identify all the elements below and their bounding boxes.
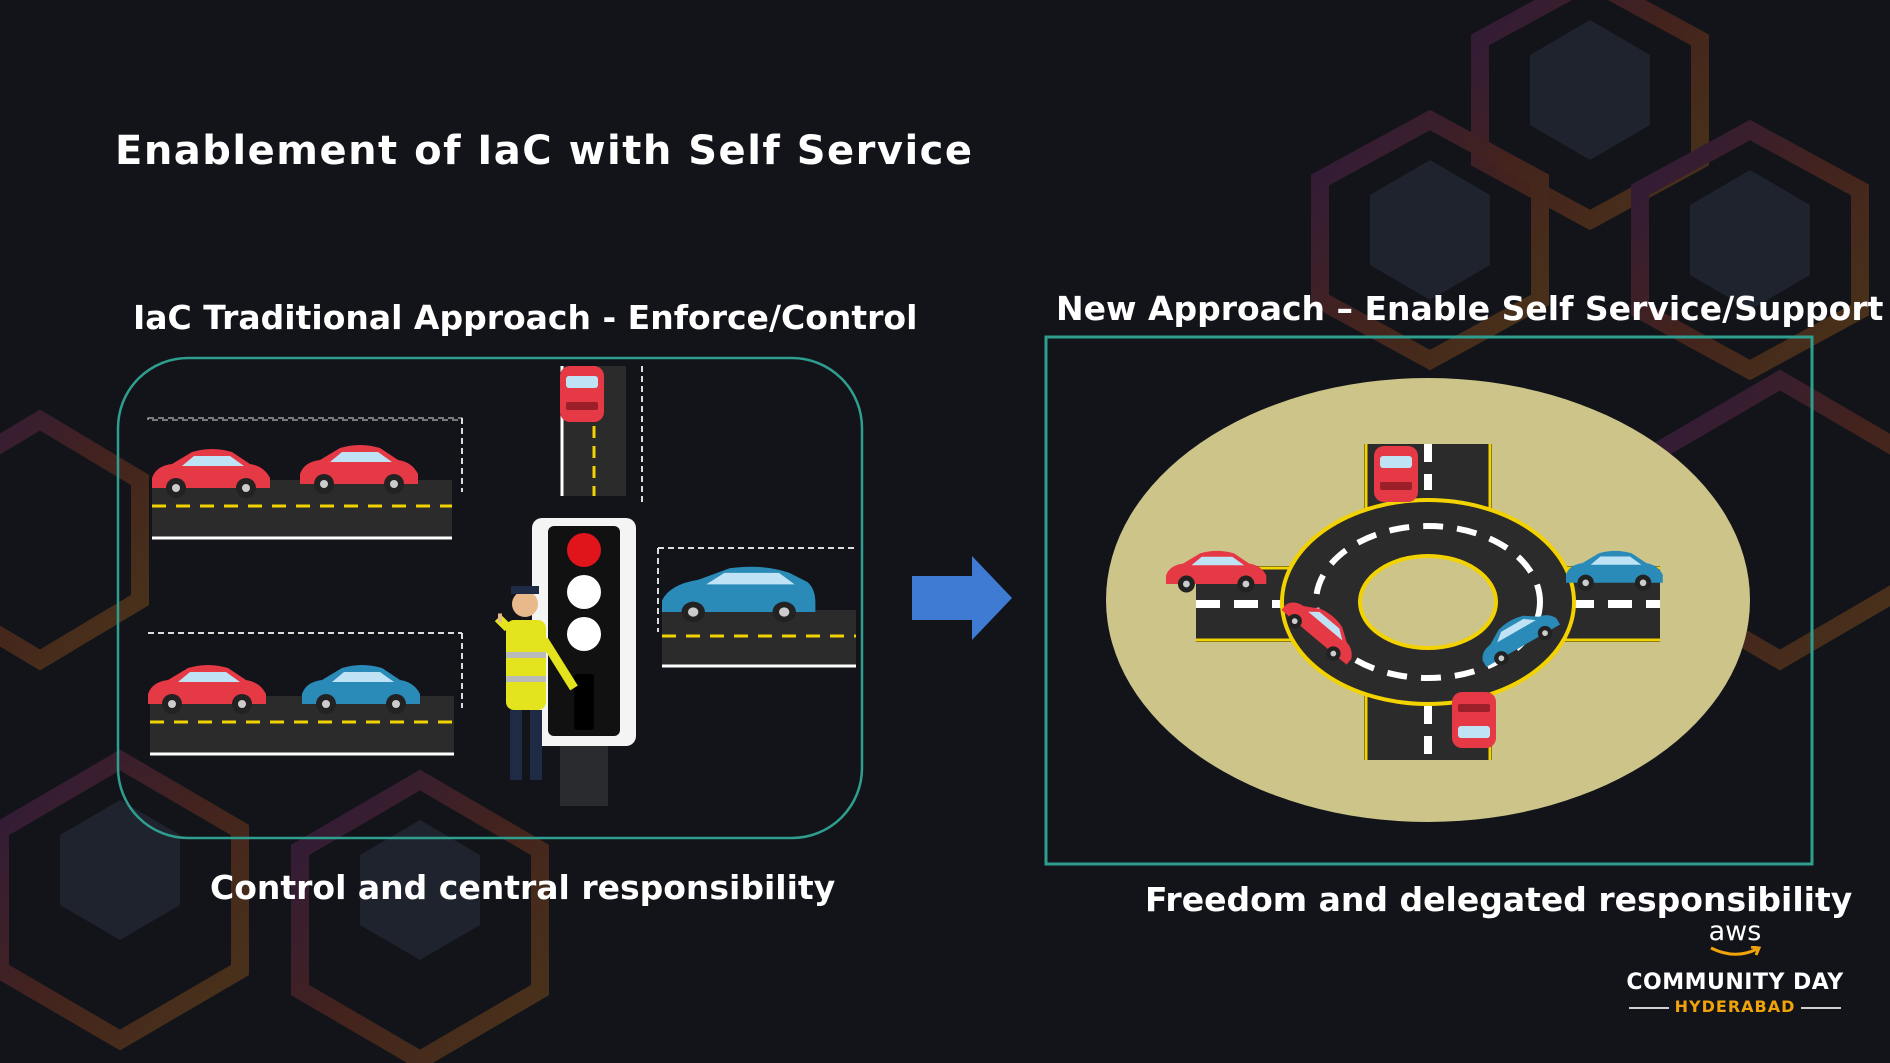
city-row: HYDERABAD	[1620, 997, 1850, 1016]
aws-wordmark: aws	[1708, 916, 1762, 947]
lane-vertical	[560, 366, 643, 505]
lane-bottom	[148, 632, 463, 756]
divider	[1628, 1006, 1669, 1009]
divider	[1801, 1006, 1842, 1009]
right-heading: New Approach – Enable Self Service/Suppo…	[1056, 289, 1884, 328]
right-frame	[1044, 335, 1814, 866]
car-icon	[1374, 446, 1418, 502]
aws-community-day-logo: aws COMMUNITY DAY HYDERABAD	[1620, 916, 1850, 1017]
roundabout-icon	[1280, 498, 1576, 706]
left-panel	[116, 356, 864, 840]
arrow-right-icon	[912, 556, 1012, 640]
aws-smile-icon	[1710, 946, 1762, 956]
traffic-light-icon	[532, 518, 636, 806]
slide-title: Enablement of IaC with Self Service	[115, 128, 974, 174]
lane-top	[147, 417, 463, 540]
city-label: HYDERABAD	[1674, 997, 1796, 1016]
right-caption: Freedom and delegated responsibility	[1145, 880, 1853, 919]
community-day-label: COMMUNITY DAY	[1626, 970, 1844, 995]
left-heading: IaC Traditional Approach - Enforce/Contr…	[133, 298, 918, 337]
car-icon	[560, 366, 604, 422]
traffic-police-icon	[494, 586, 578, 780]
lane-right	[657, 547, 858, 668]
car-icon	[1452, 692, 1496, 748]
left-frame	[116, 356, 864, 840]
left-caption: Control and central responsibility	[210, 868, 836, 907]
car-icon	[662, 566, 816, 623]
right-panel	[1044, 335, 1814, 866]
